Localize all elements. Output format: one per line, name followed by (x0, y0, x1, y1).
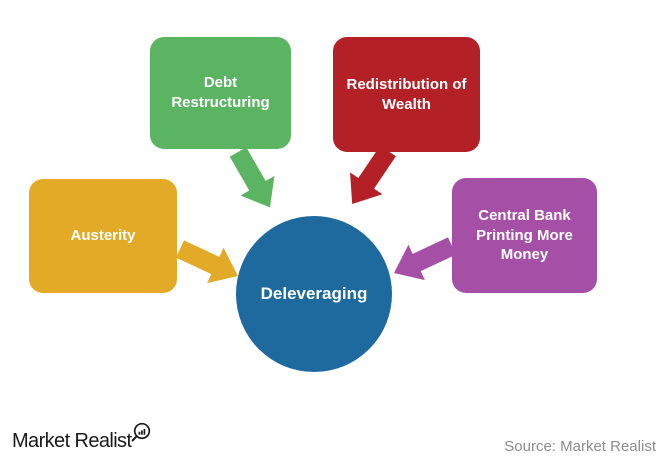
box-debt-restructuring: Debt Restructuring (150, 37, 291, 149)
box-austerity: Austerity (29, 179, 177, 293)
market-realist-logo: Market Realist (12, 429, 132, 453)
deleveraging-circle: Deleveraging (236, 216, 392, 372)
deleveraging-label: Deleveraging (260, 284, 368, 303)
debt-restructuring-arrow (221, 142, 287, 218)
magnifier-bar-chart-icon (131, 422, 151, 442)
box-central-bank-printing-more-money: Central Bank Printing More Money (452, 178, 597, 293)
logo-text: Market Realist (12, 430, 132, 452)
box-austerity-label: Austerity (70, 227, 136, 245)
source-credit: Source: Market Realist (504, 438, 656, 455)
box-central-bank-label: Central Bank Printing More Money (476, 206, 573, 264)
box-redistribution-of-wealth-label: Redistribution of Wealth (346, 75, 467, 113)
austerity-arrow (171, 231, 247, 294)
box-debt-restructuring-label: Debt Restructuring (171, 74, 270, 111)
central-bank-arrow (385, 228, 461, 291)
box-redistribution-of-wealth: Redistribution of Wealth (333, 37, 480, 152)
